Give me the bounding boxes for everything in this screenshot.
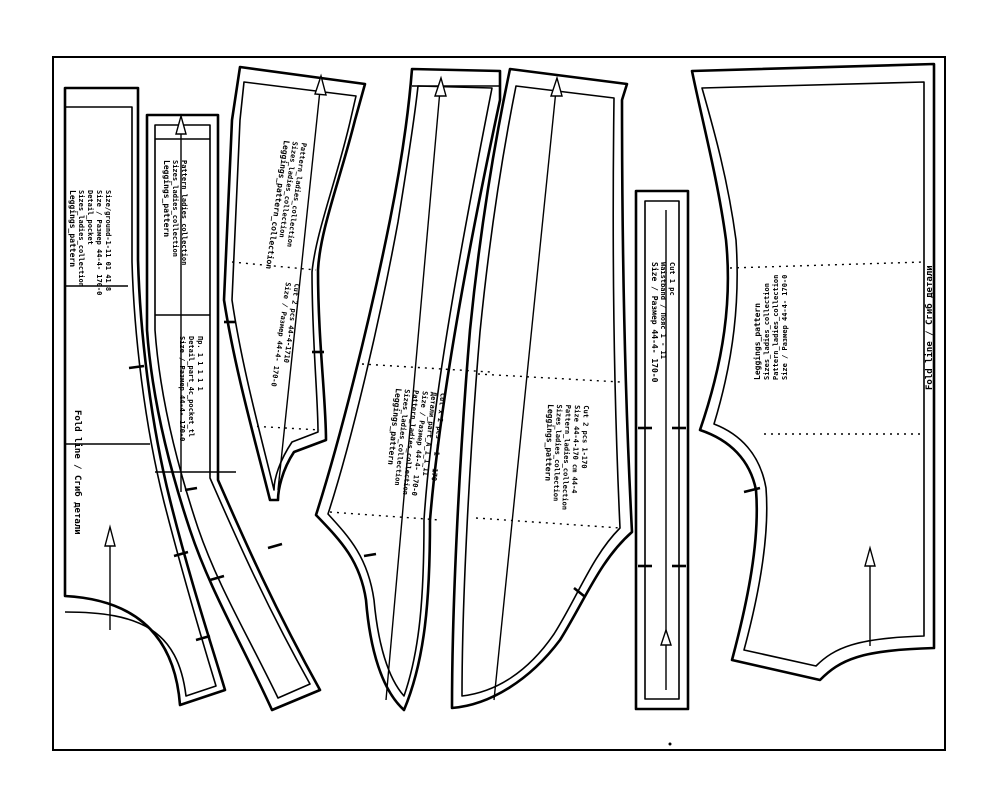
svg-text:Sizes_ladies_collection: Sizes_ladies_collection — [171, 160, 179, 257]
svg-text:Sizes_ladies_collection: Sizes_ladies_collection — [552, 404, 563, 501]
pattern-piece-side-panel: Leggings_pattern Sizes_ladies_collection… — [145, 113, 322, 712]
right-half-label: Leggings_pattern Sizes_ladies_collection… — [752, 275, 789, 380]
pattern-piece-waistband: Size / Размер 44-4- 170-0 Waistband / По… — [634, 189, 690, 711]
svg-text:Leggings_pattern: Leggings_pattern — [68, 190, 78, 267]
back-leg-label: Leggings_pattern Sizes_ladies_collection… — [386, 388, 447, 496]
svg-text:Waistband / Пояс 1 - 11: Waistband / Пояс 1 - 11 — [659, 262, 667, 359]
svg-text:Size / Размер 44-4- 170-0: Size / Размер 44-4- 170-0 — [650, 262, 660, 383]
pattern-piece-back-leg: Leggings_pattern Sizes_ladies_collection… — [314, 67, 502, 712]
svg-text:Cut 2 pcs 1-170: Cut 2 pcs 1-170 — [580, 405, 590, 468]
svg-text:Detail_pocket: Detail_pocket — [86, 190, 94, 245]
sheet-border — [52, 56, 946, 751]
pattern-piece-back-yoke: Leggings_pattern_collection Sizes_ladies… — [222, 65, 367, 502]
svg-text:Leggings_pattern: Leggings_pattern — [752, 303, 762, 380]
back-yoke-label: Leggings_pattern_collection Sizes_ladies… — [264, 140, 308, 270]
pattern-piece-left-half: Fold line / Сгиб детали Leggings_pattern… — [63, 86, 227, 707]
svg-text:Size / Размер 44-4- 170-0: Size / Размер 44-4- 170-0 — [178, 336, 186, 441]
page-dot — [668, 742, 672, 746]
svg-text:Size / Размер 44-4- 170-0: Size / Размер 44-4- 170-0 — [95, 190, 103, 295]
svg-text:Size/ground-1-11 01 41 8: Size/ground-1-11 01 41 8 — [104, 190, 112, 291]
svg-text:Sizes_ladies_collection: Sizes_ladies_collection — [77, 190, 85, 287]
svg-text:Cut 1 pc: Cut 1 pc — [668, 262, 676, 296]
svg-text:Пр. 1 1 1 1 1: Пр. 1 1 1 1 1 — [196, 336, 204, 391]
left-half-fold-label: Fold line / Сгиб детали — [72, 410, 83, 535]
waistband-label: Size / Размер 44-4- 170-0 Waistband / По… — [650, 262, 676, 383]
svg-text:Pattern_ladies_collection: Pattern_ladies_collection — [772, 275, 780, 380]
side-panel-label: Leggings_pattern Sizes_ladies_collection… — [162, 160, 188, 265]
right-half-fold-label: Fold line / Сгиб детали — [924, 265, 935, 390]
pattern-piece-right-half: Fold line / Сгиб детали Leggings_pattern… — [690, 62, 936, 682]
svg-text:Sizes_ladies_collection: Sizes_ladies_collection — [763, 283, 771, 380]
svg-text:Pattern_ladies_collection: Pattern_ladies_collection — [560, 405, 572, 511]
svg-text:Leggings_pattern: Leggings_pattern — [162, 160, 172, 237]
back-yoke-size-label: Size / Размер 44-4- 170-0 Cut 2 pcs 44-4… — [269, 282, 300, 387]
side-panel-size-label: Size / Размер 44-4- 170-0 Detail_part_4c… — [178, 336, 204, 441]
svg-text:Size / Размер 44-4- 170-0: Size / Размер 44-4- 170-0 — [781, 275, 789, 380]
svg-text:Leggings_pattern: Leggings_pattern — [543, 404, 556, 482]
left-half-label: Leggings_pattern Sizes_ladies_collection… — [68, 190, 112, 295]
front-leg-label: Leggings_pattern Sizes_ladies_collection… — [543, 404, 590, 511]
pattern-piece-front-leg: Leggings_pattern Sizes_ladies_collection… — [450, 67, 634, 710]
svg-text:Size 44-4-170 cm 44-4: Size 44-4-170 cm 44-4 — [570, 405, 581, 494]
svg-text:Detail_part_4c_pocket_tl: Detail_part_4c_pocket_tl — [187, 336, 195, 437]
svg-text:Pattern_ladies_collection: Pattern_ladies_collection — [180, 160, 188, 265]
